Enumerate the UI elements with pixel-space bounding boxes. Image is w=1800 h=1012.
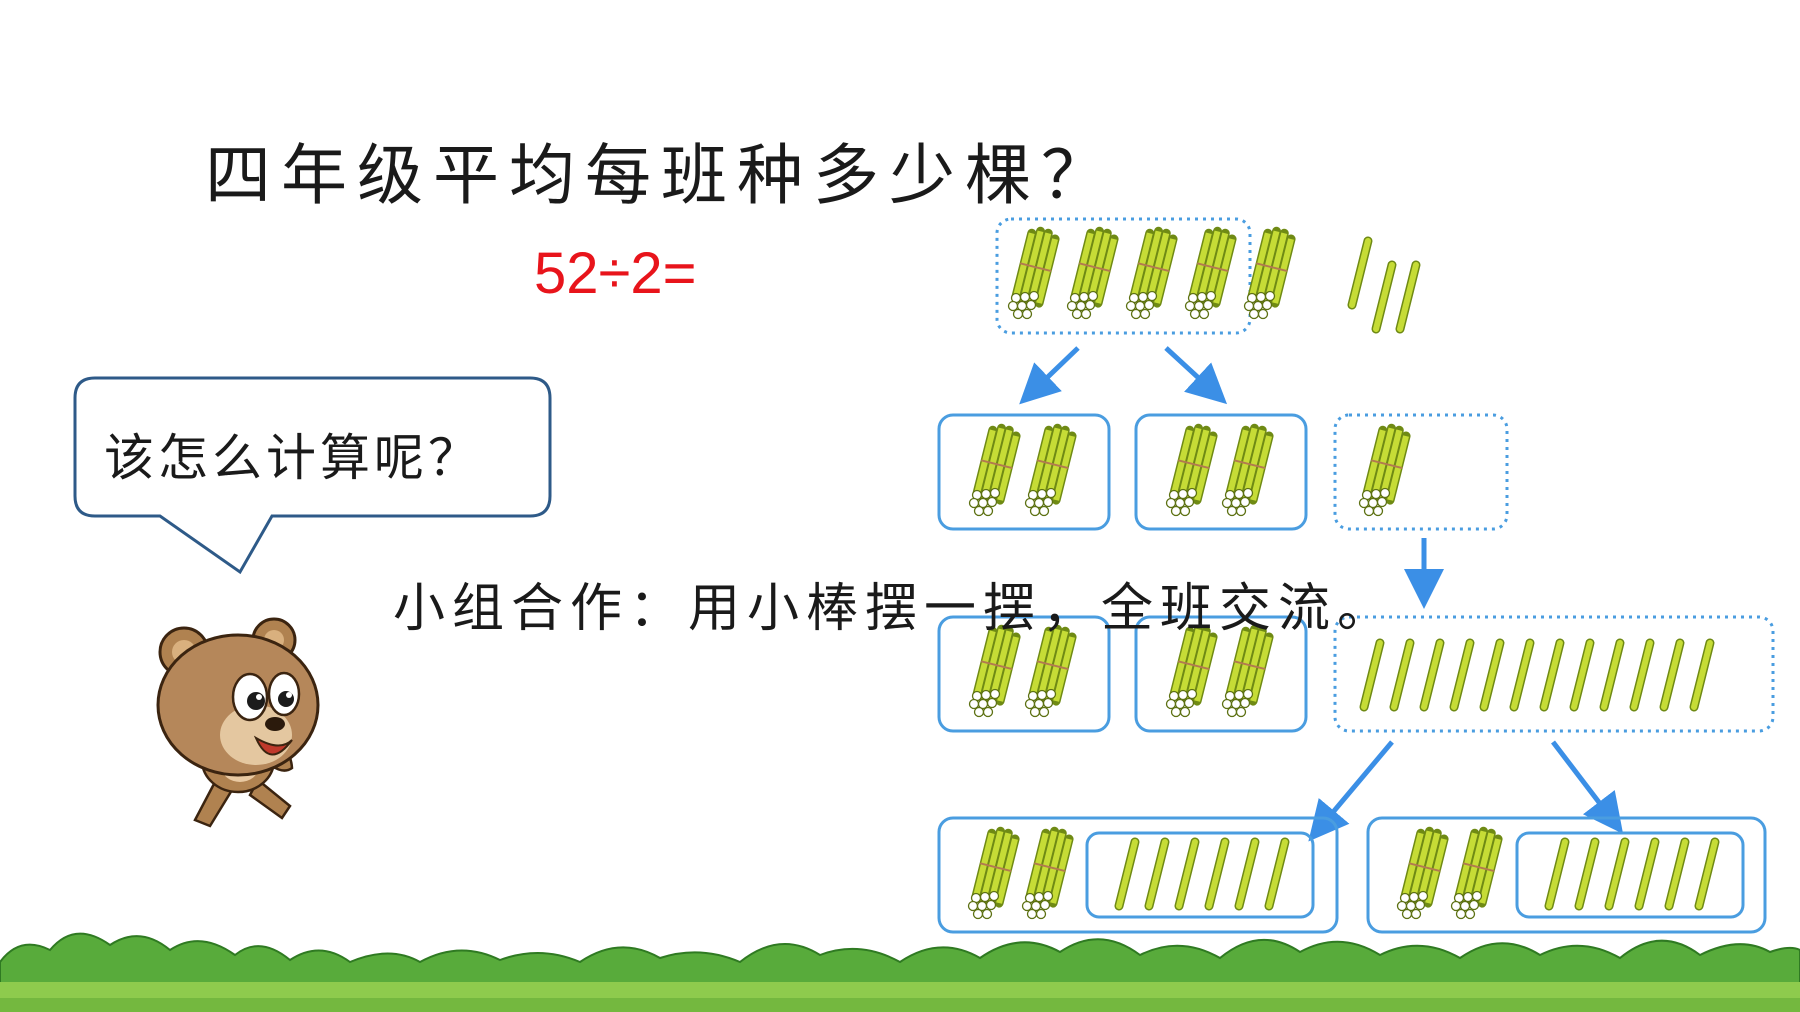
group-box [1134, 615, 1308, 733]
total-dotted-box [995, 217, 1252, 335]
grass-icon [0, 932, 1800, 1012]
twelve-sticks [1364, 643, 1710, 707]
arrow-icon [1164, 346, 1228, 405]
speech-bubble-text: 该怎么计算呢？ [104, 429, 482, 487]
question-title: 四年级平均每班种多少棵？ [205, 137, 1117, 214]
equation: 52÷2= [534, 241, 697, 306]
loose-sticks-dotted-box [1333, 615, 1775, 733]
speech-bubble-icon [73, 376, 552, 575]
arrow-icon [1551, 740, 1624, 834]
result-sticks-box-left [1085, 831, 1315, 919]
group-box [937, 615, 1111, 733]
result-box-left [937, 816, 1339, 934]
arrow-icon [1019, 346, 1080, 405]
result-sticks-box-right [1515, 831, 1745, 919]
total-bundles [1009, 228, 1296, 318]
group-box [1134, 413, 1308, 531]
arrow-icon [1308, 740, 1394, 842]
total-single-sticks [1352, 241, 1416, 329]
remainder-dotted-box [1333, 413, 1509, 531]
group-task-text: 小组合作：用小棒摆一摆，全班交流。 [393, 579, 1397, 639]
result-box-right [1366, 816, 1767, 934]
group-box [937, 413, 1111, 531]
bear-mascot-icon [156, 617, 320, 828]
